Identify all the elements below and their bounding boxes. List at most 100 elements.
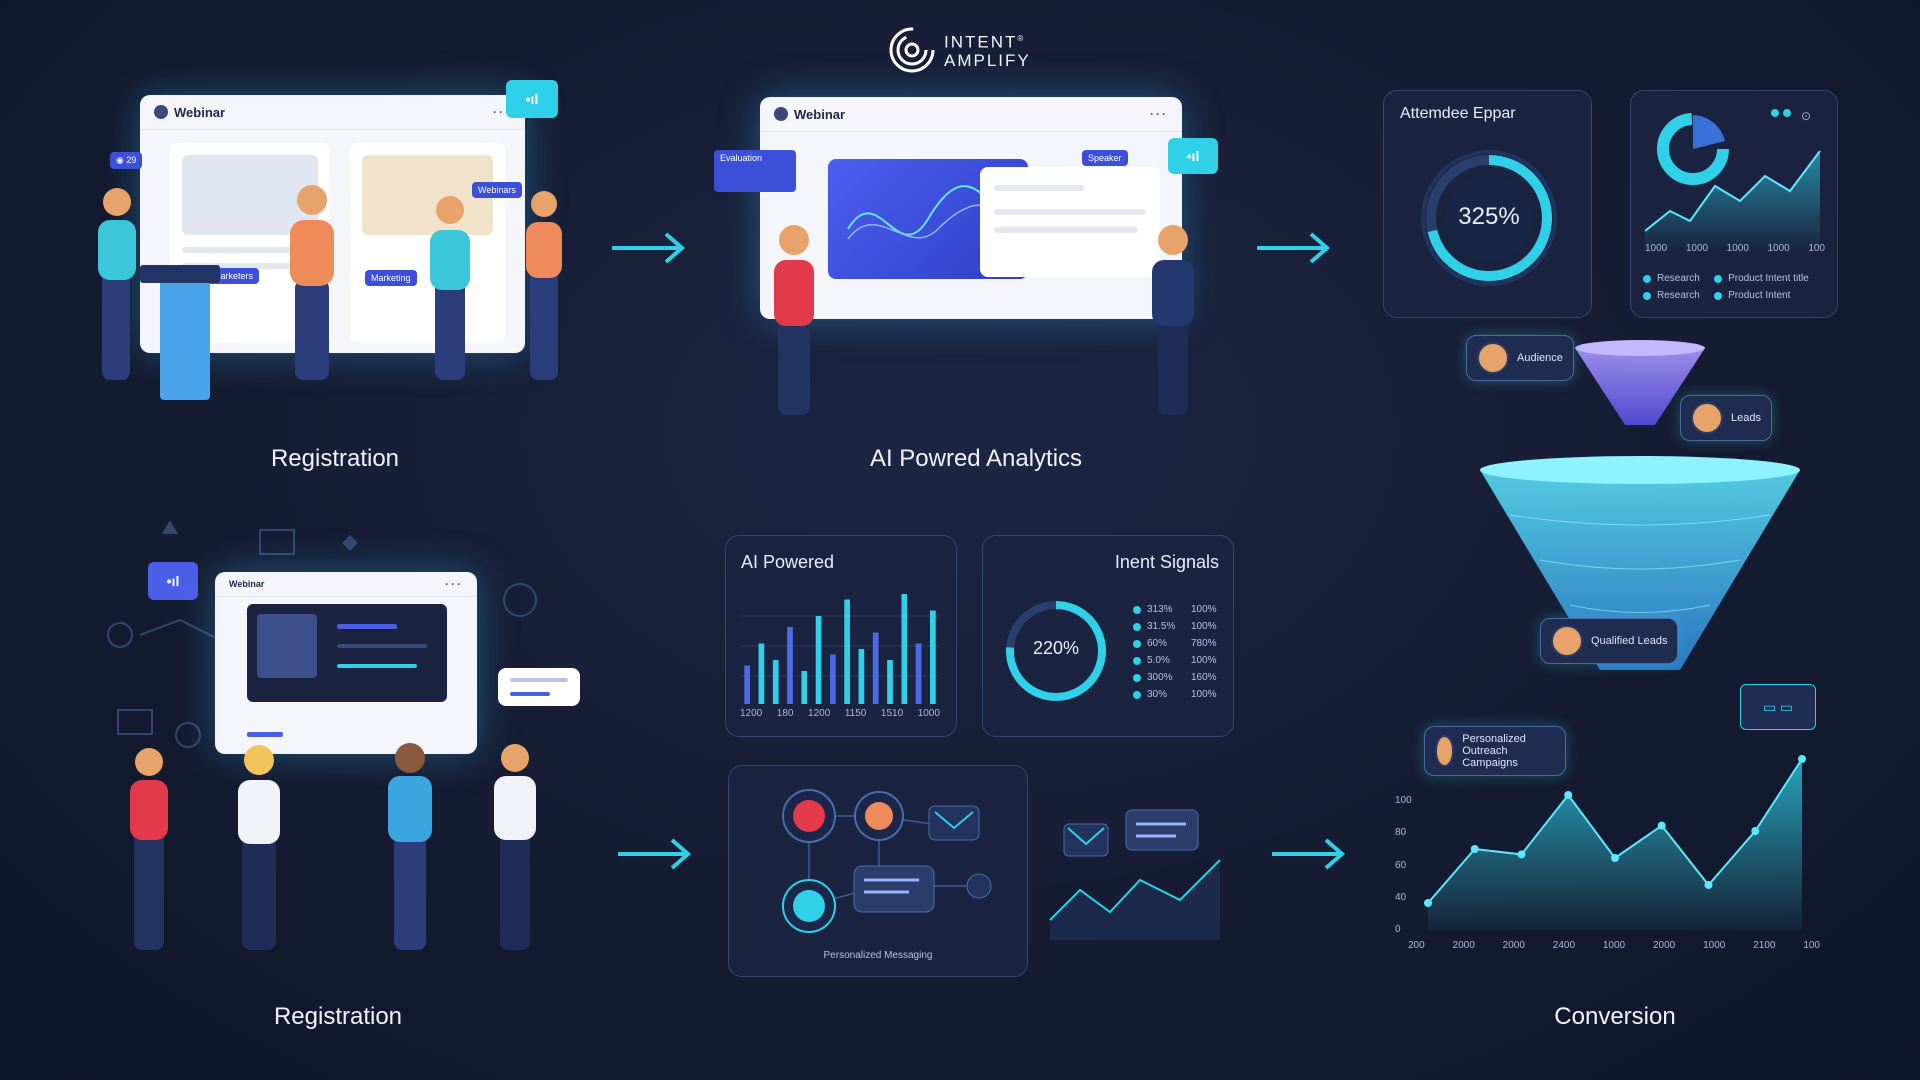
registration-people-illustration	[98, 185, 562, 400]
conversion-funnel	[1480, 340, 1800, 670]
conversion-point	[1611, 854, 1619, 862]
trend-area-chart	[1645, 150, 1821, 251]
step-label-analytics: AI Powred Analytics	[869, 445, 1083, 472]
window-controls[interactable]: ···	[1150, 107, 1168, 121]
legend-item: Research	[1643, 290, 1714, 301]
ai-bar	[872, 632, 879, 704]
intent-row: 30%100%	[1133, 689, 1223, 700]
ai-bar	[787, 627, 793, 704]
arrow-right-icon	[1257, 232, 1331, 264]
avatar	[1691, 402, 1723, 434]
webinar-window-registration-bottom: Webinar ···	[215, 572, 477, 754]
intent-ring-gauge	[1006, 601, 1106, 701]
step-label-registration-bottom: Registration	[273, 1003, 403, 1030]
ai-bar	[815, 616, 822, 704]
legend-item: Product Intent	[1714, 290, 1828, 301]
ai-powered-title: AI Powered	[741, 552, 835, 572]
tag-marketers: Marketers	[207, 268, 260, 284]
video-tile-right	[350, 143, 505, 343]
attendee-value: 325%	[1458, 203, 1520, 230]
pie-icon	[1657, 113, 1729, 185]
trend-legend: Research Product Intent title Research P…	[1643, 273, 1828, 301]
decorative-network-icons	[107, 520, 537, 748]
conversion-point	[1704, 881, 1713, 889]
intent-signals-title: Inent Signals	[1114, 552, 1219, 572]
arrow-right-icon	[618, 838, 692, 870]
video-thumbnail	[182, 155, 318, 235]
funnel-chip-leads: Leads	[1680, 395, 1772, 441]
personalization-network	[782, 789, 992, 933]
ai-bar	[930, 610, 936, 704]
panel-controls[interactable]: ⊙	[1771, 109, 1811, 123]
conversion-point	[1564, 791, 1573, 799]
conversion-area-chart	[1424, 755, 1806, 930]
webinar-window-analytics: Webinar ···	[760, 97, 1182, 319]
ai-bar	[901, 594, 908, 704]
tag-marketing: Marketing	[365, 270, 417, 286]
intent-row: 5.0%100%	[1133, 655, 1223, 666]
video-thumbnail	[362, 155, 493, 235]
attendee-panel: Attemdee Eppar 325%	[1383, 90, 1592, 318]
ai-bar-chart	[740, 594, 940, 704]
intent-row: 313%100%	[1133, 604, 1223, 615]
conversion-point	[1657, 821, 1666, 830]
webinar-title-bar: Webinar ···	[215, 572, 477, 597]
content-card	[980, 167, 1160, 277]
speaker-video	[257, 614, 317, 678]
speech-bubble-icon	[498, 668, 580, 706]
attendee-ring-gauge	[1421, 150, 1557, 286]
chat-bubble-icon: •ıl	[506, 80, 558, 118]
intent-row: 31.5%100%	[1133, 621, 1223, 632]
step-label-conversion: Conversion	[1554, 1003, 1676, 1030]
target-icon	[889, 27, 935, 73]
arrow-right-icon	[1272, 838, 1346, 870]
legend-item: Product Intent title	[1714, 273, 1828, 284]
chat-bubble-icon: •ıl	[1168, 138, 1218, 174]
legend-item: Research	[1643, 273, 1714, 284]
webinar-title: Webinar	[229, 579, 265, 589]
tag-speaker: Speaker	[1082, 150, 1128, 166]
webinar-title: Webinar	[794, 106, 846, 122]
webinar-title-bar: Webinar ···	[140, 95, 525, 130]
ai-bar	[915, 643, 922, 704]
ai-bar	[744, 665, 750, 704]
tag-evaluation: Evaluation	[714, 150, 796, 192]
webinar-title-bar: Webinar ···	[760, 97, 1182, 132]
window-controls[interactable]: ···	[493, 105, 511, 119]
intent-row: 300%160%	[1133, 672, 1223, 683]
ai-bar	[830, 654, 836, 704]
ai-bar	[844, 599, 850, 704]
ai-bar	[858, 649, 865, 704]
analytics-people-illustration	[774, 225, 1194, 415]
ai-bar	[887, 660, 893, 704]
attendee-panel-title: Attemdee Eppar	[1400, 105, 1516, 122]
brand-name: INTENT® AMPLIFY	[944, 32, 1031, 70]
arrow-right-icon	[612, 232, 686, 264]
personalization-caption: Personalized Messaging	[823, 950, 933, 961]
intent-value: 220%	[1032, 638, 1080, 658]
tag-webinars: Webinars	[472, 182, 522, 198]
ai-bar	[801, 671, 808, 704]
funnel-chip-audience: Audience	[1466, 335, 1574, 381]
registration-people-illustration-bottom	[130, 743, 536, 950]
chat-bubble-icon: •ıl	[148, 562, 198, 600]
window-controls[interactable]: ···	[445, 577, 463, 591]
personalization-panel: Personalized Messaging	[728, 765, 1028, 977]
avatar	[154, 105, 168, 119]
avatar	[774, 107, 788, 121]
video-player[interactable]	[247, 604, 447, 702]
funnel-chip-qualified: Qualified Leads	[1540, 618, 1679, 664]
ai-bar	[772, 660, 779, 704]
conversion-point	[1517, 850, 1526, 859]
conversion-point	[1470, 845, 1479, 853]
message-icon: ▭ ▭	[1740, 684, 1816, 730]
intent-row: 60%780%	[1133, 638, 1223, 649]
avatar	[1551, 625, 1583, 657]
webinar-title: Webinar	[174, 104, 226, 120]
